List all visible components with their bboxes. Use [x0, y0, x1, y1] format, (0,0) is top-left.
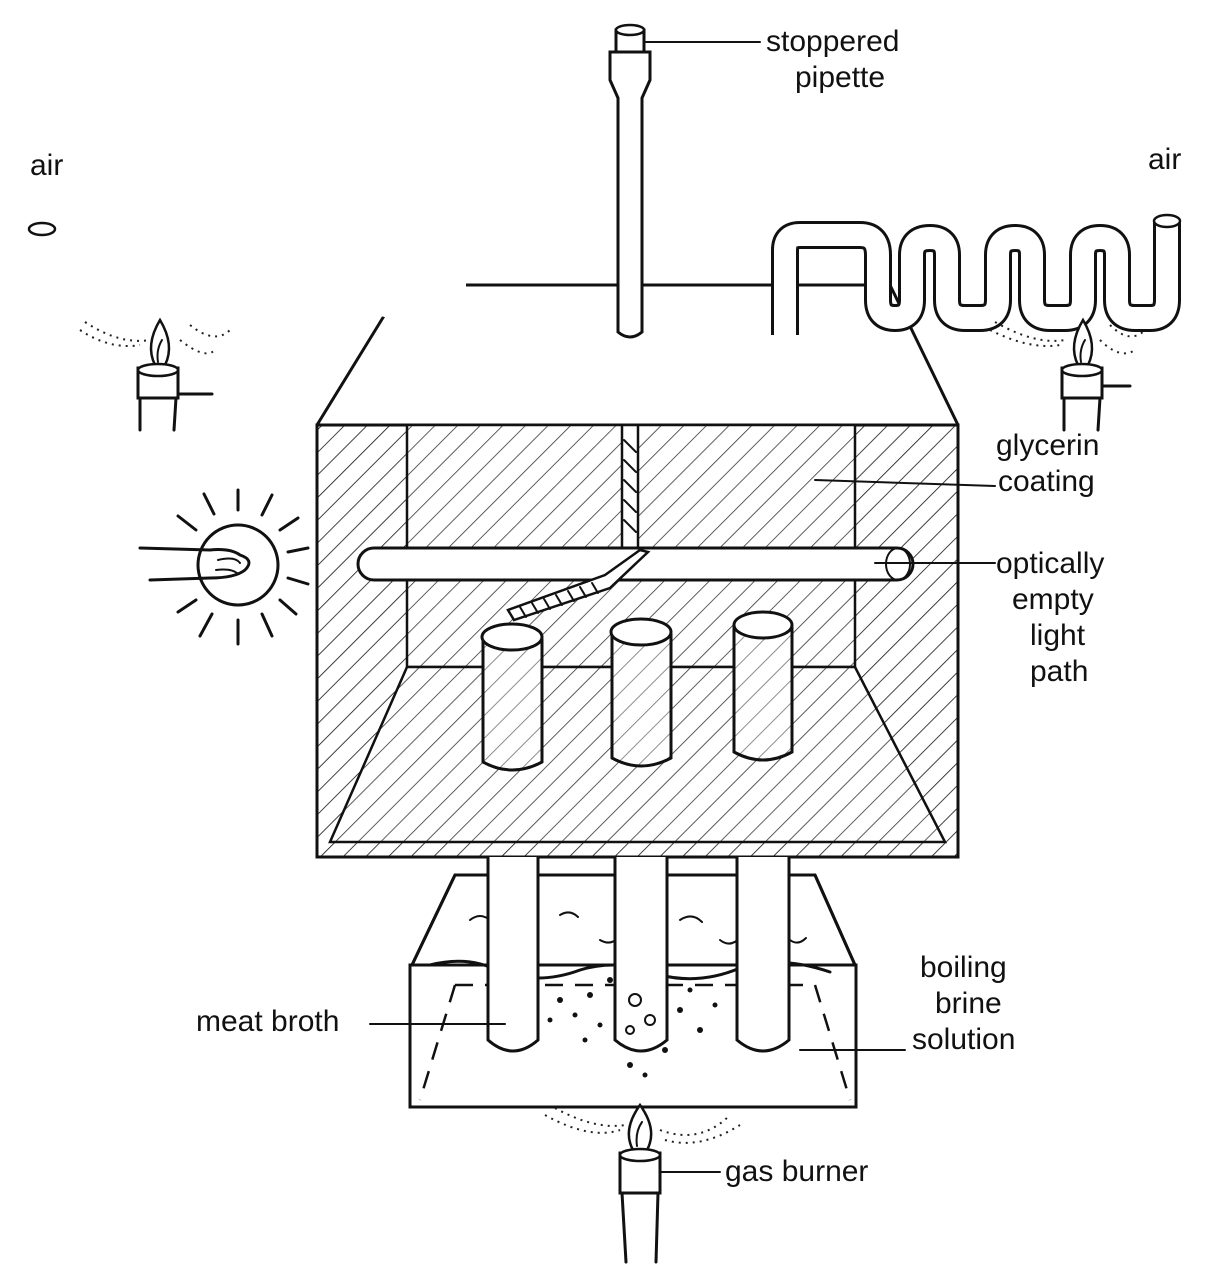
label-brine-line2: brine: [935, 987, 1002, 1020]
label-meat-broth: meat broth: [196, 1005, 340, 1038]
broth-tube-middle: [613, 857, 669, 1053]
label-glycerin-line2: coating: [998, 465, 1095, 498]
label-light-path-line4: path: [1030, 655, 1089, 688]
label-glycerin-line1: glycerin: [996, 429, 1100, 462]
label-light-path-line2: empty: [1012, 583, 1094, 616]
lamp-icon: [138, 488, 310, 646]
test-tube-left: [480, 622, 544, 772]
broth-tube-left: [486, 857, 540, 1053]
label-stoppered-pipette-line1: stoppered: [766, 25, 900, 58]
gas-burner-icon: [544, 1102, 741, 1264]
label-brine-line1: boiling: [920, 951, 1007, 984]
broth-tube-right: [735, 857, 791, 1053]
label-stoppered-pipette-line2: pipette: [795, 61, 886, 94]
pipette-dropper: [506, 548, 651, 622]
label-light-path-line1: optically: [996, 547, 1105, 580]
leader-lines: [369, 41, 996, 1173]
label-air-right: air: [1148, 143, 1182, 176]
test-tube-right: [732, 610, 794, 762]
label-light-path-line3: light: [1030, 619, 1086, 652]
stoppered-pipette: [608, 23, 652, 339]
label-air-left: air: [30, 149, 64, 182]
label-brine-line3: solution: [912, 1023, 1016, 1056]
right-candle: [989, 317, 1146, 432]
label-gas-burner: gas burner: [725, 1155, 869, 1188]
left-candle: [79, 317, 231, 432]
right-air-tube: [771, 213, 1182, 335]
left-air-tube: [27, 221, 466, 335]
test-tube-middle: [609, 617, 673, 768]
